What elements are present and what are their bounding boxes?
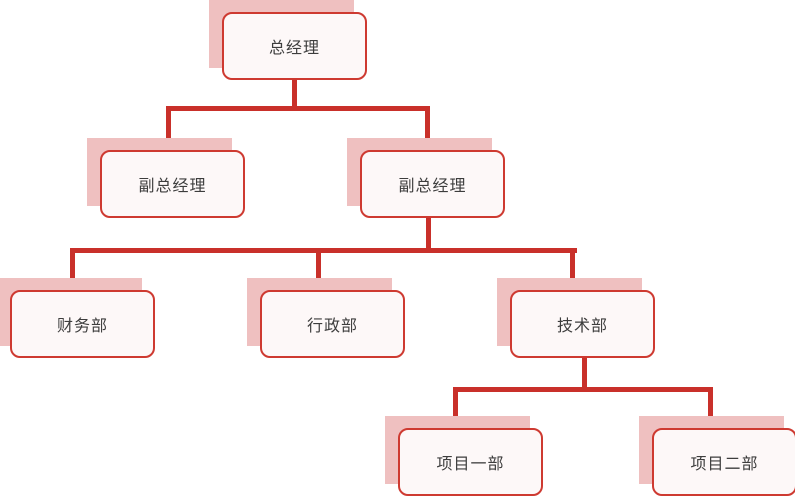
- connector-deputy-gm-2-stem: [426, 216, 431, 253]
- connector-drop-finance-dept: [70, 248, 75, 280]
- node-finance-dept: 财务部: [0, 278, 155, 358]
- node-box-admin-dept[interactable]: 行政部: [260, 290, 405, 358]
- connector-drop-deputy-gm-1: [166, 106, 171, 140]
- connector-gm-crossbar: [166, 106, 430, 111]
- connector-drop-project-dept-1: [453, 387, 458, 419]
- node-label: 项目二部: [690, 454, 759, 473]
- node-admin-dept: 行政部: [247, 278, 405, 358]
- connector-drop-project-dept-2: [708, 387, 713, 419]
- node-label: 财务部: [56, 316, 108, 335]
- node-box-project-dept-1[interactable]: 项目一部: [398, 428, 543, 496]
- node-label: 项目一部: [436, 454, 505, 473]
- connector-drop-deputy-gm-2: [425, 106, 430, 140]
- connector-tech-dept-stem: [582, 355, 587, 392]
- node-box-tech-dept[interactable]: 技术部: [510, 290, 655, 358]
- node-box-project-dept-2[interactable]: 项目二部: [652, 428, 795, 496]
- node-label: 副总经理: [138, 176, 207, 195]
- node-deputy-gm-2: 副总经理: [347, 138, 505, 218]
- node-box-finance-dept[interactable]: 财务部: [10, 290, 155, 358]
- connector-drop-tech-dept: [570, 248, 575, 280]
- node-tech-dept: 技术部: [497, 278, 655, 358]
- connector-deputy-gm-2-crossbar: [70, 248, 577, 253]
- node-label: 总经理: [268, 38, 320, 57]
- node-label: 行政部: [306, 316, 358, 335]
- connector-drop-admin-dept: [316, 248, 321, 280]
- node-label: 副总经理: [398, 176, 467, 195]
- connector-tech-dept-crossbar: [453, 387, 713, 392]
- node-box-deputy-gm-2[interactable]: 副总经理: [360, 150, 505, 218]
- node-box-deputy-gm-1[interactable]: 副总经理: [100, 150, 245, 218]
- connector-gm-stem: [292, 78, 297, 111]
- node-box-general-manager[interactable]: 总经理: [222, 12, 367, 80]
- node-project-dept-2: 项目二部: [639, 416, 795, 496]
- node-label: 技术部: [556, 316, 608, 335]
- node-project-dept-1: 项目一部: [385, 416, 543, 496]
- node-deputy-gm-1: 副总经理: [87, 138, 245, 218]
- node-general-manager: 总经理: [209, 0, 367, 80]
